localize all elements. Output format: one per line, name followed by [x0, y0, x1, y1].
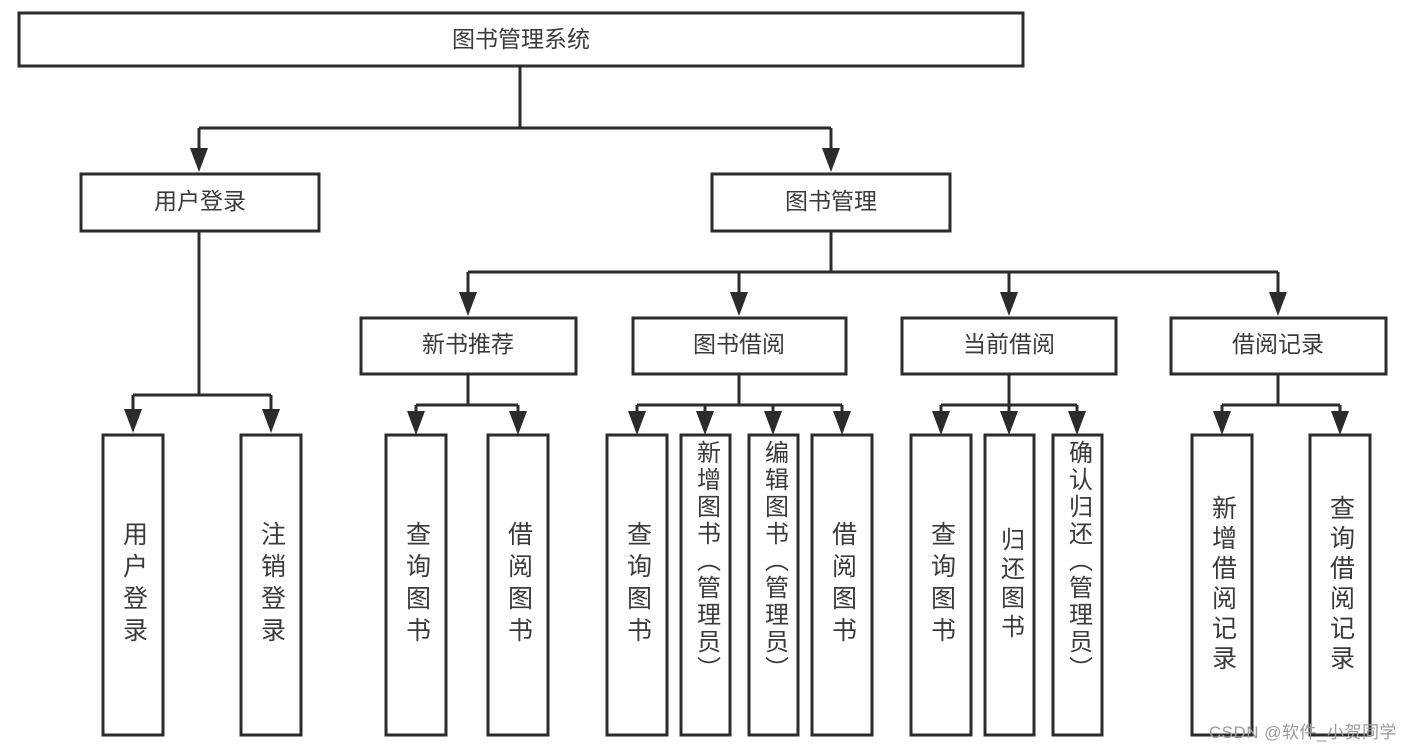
- connector-layer: [124, 66, 1349, 435]
- leaf-box-user-login-2[interactable]: [239, 433, 303, 737]
- leaf-box-book-borrow-4[interactable]: [810, 433, 874, 737]
- arrow-current-leaf-1: [932, 411, 950, 435]
- node-book-management-box[interactable]: [710, 172, 952, 233]
- arrow-bookmgmt-to-record: [1269, 292, 1287, 316]
- node-current-borrow-label: 当前借阅: [963, 331, 1055, 357]
- arrow-userlogin-leaf-2: [262, 409, 280, 433]
- node-new-book-recommend-box[interactable]: [359, 316, 578, 376]
- arrow-userlogin-leaf-1: [124, 409, 142, 433]
- node-user-login-box[interactable]: [79, 172, 321, 233]
- node-root-box[interactable]: [17, 11, 1025, 68]
- leaf-box-new-book-2[interactable]: [486, 433, 550, 737]
- arrow-borrow-leaf-4: [833, 411, 851, 435]
- leaf-box-borrow-record-1[interactable]: [1190, 433, 1254, 737]
- leaf-box-current-borrow-3[interactable]: [1051, 433, 1104, 737]
- node-current-borrow-box[interactable]: [900, 316, 1118, 376]
- node-book-borrow-box[interactable]: [631, 316, 848, 376]
- arrow-newbook-leaf-1: [407, 411, 425, 435]
- leaf-box-book-borrow-1[interactable]: [605, 433, 669, 737]
- arrow-current-leaf-2: [1000, 411, 1018, 435]
- leaf-box-book-borrow-2[interactable]: [679, 433, 732, 737]
- arrow-record-leaf-1: [1213, 411, 1231, 435]
- node-book-management-label: 图书管理: [785, 188, 877, 214]
- node-borrow-record-box[interactable]: [1169, 316, 1388, 376]
- node-borrow-record-label: 借阅记录: [1232, 331, 1324, 357]
- leaf-box-new-book-1[interactable]: [384, 433, 448, 737]
- arrow-root-to-user-login: [190, 148, 208, 172]
- node-layer: 图书管理系统 用户登录 图书管理 新书推荐 图书借阅 当前借阅 借阅记录: [17, 11, 1388, 737]
- arrow-root-to-book-mgmt: [822, 148, 840, 172]
- leaf-box-current-borrow-1[interactable]: [909, 433, 973, 737]
- node-user-login-label: 用户登录: [154, 188, 246, 214]
- watermark-text: CSDN @软件_小贺同学: [1208, 723, 1397, 742]
- arrow-bookmgmt-to-new-book: [459, 292, 477, 316]
- arrow-bookmgmt-to-current: [1000, 292, 1018, 316]
- node-book-borrow-label: 图书借阅: [693, 331, 785, 357]
- leaf-box-current-borrow-2[interactable]: [983, 433, 1036, 737]
- leaf-box-borrow-record-2[interactable]: [1308, 433, 1372, 737]
- arrow-borrow-leaf-1: [628, 411, 646, 435]
- arrow-current-leaf-3: [1068, 411, 1086, 435]
- arrow-record-leaf-2: [1331, 411, 1349, 435]
- arrow-borrow-leaf-2: [696, 411, 714, 435]
- arrow-bookmgmt-to-borrow: [730, 292, 748, 316]
- node-root-label: 图书管理系统: [452, 26, 590, 52]
- leaf-box-book-borrow-3[interactable]: [747, 433, 800, 737]
- leaf-box-user-login-1[interactable]: [101, 433, 165, 737]
- arrow-borrow-leaf-3: [764, 411, 782, 435]
- node-new-book-recommend-label: 新书推荐: [422, 331, 514, 357]
- arrow-newbook-leaf-2: [509, 411, 527, 435]
